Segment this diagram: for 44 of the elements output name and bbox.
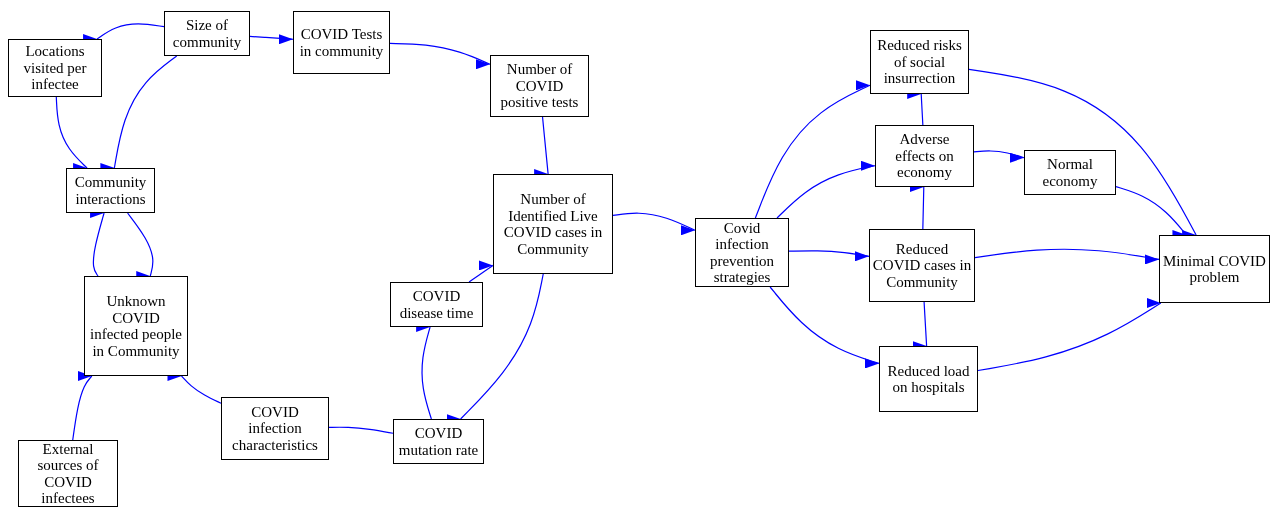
process-box <box>869 229 975 302</box>
node-label: Covid infection prevention strategies <box>708 219 776 286</box>
node-label: Minimal COVID problem <box>1162 252 1267 286</box>
process-box <box>879 346 978 412</box>
node-label: Size of community <box>171 17 243 50</box>
process-box <box>8 39 102 97</box>
process-box <box>875 125 974 187</box>
process-box <box>870 30 969 94</box>
process-box <box>221 397 329 460</box>
node-label: Number of Identified Live COVID cases in Community <box>502 191 604 257</box>
arrow <box>974 248 1160 262</box>
process-box <box>293 11 390 74</box>
process-box <box>1159 235 1270 303</box>
arrow <box>92 212 106 277</box>
node-label: COVID Tests in community <box>298 26 385 59</box>
node-label: Community interactions <box>73 174 148 207</box>
node-label: Normal economy <box>1041 156 1099 189</box>
node-label: Reduced COVID cases in Community <box>872 240 972 291</box>
arrow <box>249 33 294 44</box>
process-box <box>66 168 155 213</box>
node-label: Locations visited per infectee <box>22 43 88 93</box>
process-box <box>390 282 483 327</box>
node-label: Reduced load on hospitals <box>886 362 971 396</box>
node-label: Reduced risks of social insurrection <box>876 37 963 87</box>
process-box <box>84 276 188 376</box>
process-box <box>18 440 118 507</box>
process-box <box>695 218 789 287</box>
arrow <box>788 249 870 259</box>
node-label: External sources of COVID infectees <box>36 440 100 507</box>
process-box <box>393 419 484 464</box>
node-label: COVID mutation rate <box>397 425 480 458</box>
arrow <box>1115 186 1187 236</box>
process-box <box>164 11 250 56</box>
arrow <box>55 96 88 169</box>
node-label: Number of COVID positive tests <box>499 61 580 111</box>
node-label: COVID infection characteristics <box>231 403 319 454</box>
arrow <box>968 68 1197 236</box>
node-label: Unknown COVID infected people in Community <box>88 293 183 359</box>
node-label: Adverse effects on economy <box>894 131 955 181</box>
process-box <box>1024 150 1116 195</box>
node-label: COVID disease time <box>398 288 475 321</box>
process-box <box>490 55 589 117</box>
arrow <box>769 286 880 365</box>
process-box <box>493 174 613 274</box>
